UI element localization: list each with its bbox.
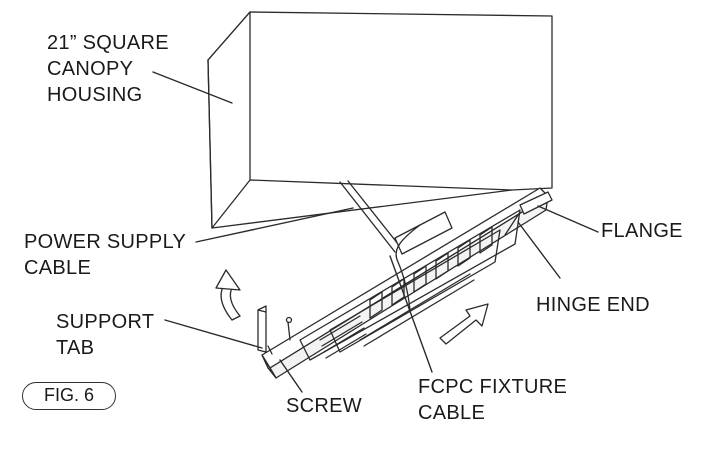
- fixture-plate: [261, 187, 553, 379]
- rotation-arrow-icon: [215, 269, 241, 321]
- canopy-label-line-2: CANOPY: [47, 58, 134, 80]
- screw-label: SCREW: [286, 393, 362, 419]
- screw-shape: [267, 316, 293, 355]
- support-tab-label: SUPPORT TAB: [56, 309, 154, 361]
- power-supply-cable-label: POWER SUPPLY CABLE: [24, 229, 186, 281]
- figure-number-badge: FIG. 6: [22, 382, 116, 410]
- support-tab-label-line-1: SUPPORT: [56, 311, 155, 333]
- support-tab-shape: [257, 305, 267, 353]
- power-supply-label-line-1: POWER SUPPLY: [24, 231, 187, 253]
- fcpc-label-line-2: CABLE: [418, 402, 486, 424]
- direction-arrow-icon: [439, 303, 489, 345]
- hinge-end-label: HINGE END: [536, 292, 650, 318]
- leader-lines: [152, 71, 599, 393]
- canopy-label-line-1: 21” SQUARE: [47, 32, 169, 54]
- canopy-label-line-3: HOUSING: [47, 84, 143, 106]
- flange-label-text: FLANGE: [601, 220, 683, 242]
- hinge-end-label-text: HINGE END: [536, 294, 650, 316]
- fcpc-label-line-1: FCPC FIXTURE: [418, 376, 568, 398]
- power-supply-label-line-2: CABLE: [24, 257, 92, 279]
- canopy-housing-label: 21” SQUARE CANOPY HOUSING: [47, 30, 169, 108]
- support-tab-label-line-2: TAB: [56, 337, 95, 359]
- screw-label-text: SCREW: [286, 395, 362, 417]
- power-supply-cable-shape: [339, 180, 403, 253]
- canopy-housing: [207, 11, 553, 229]
- fcpc-fixture-cable-label: FCPC FIXTURE CABLE: [418, 374, 567, 426]
- flange-label: FLANGE: [601, 218, 683, 244]
- fcpc-cable-shape: [395, 224, 421, 311]
